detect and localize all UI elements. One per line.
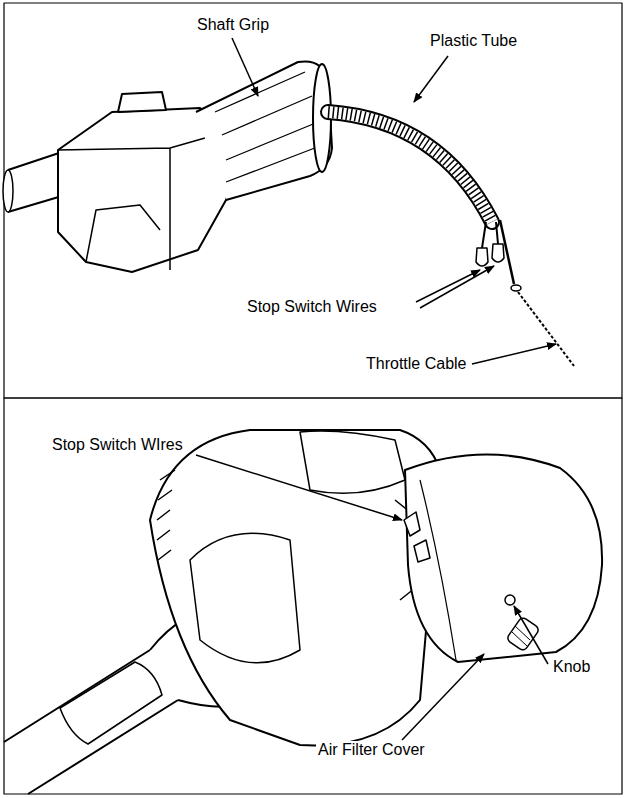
- part-label: Air Filter Cover: [316, 741, 427, 759]
- part-label: Throttle Cable: [364, 355, 469, 373]
- part-label: Stop Switch WIres: [50, 436, 185, 454]
- part-label: Shaft Grip: [195, 16, 271, 34]
- part-label: Plastic Tube: [428, 32, 519, 50]
- part-label: Stop Switch Wires: [245, 298, 379, 316]
- part-label: Knob: [551, 658, 592, 676]
